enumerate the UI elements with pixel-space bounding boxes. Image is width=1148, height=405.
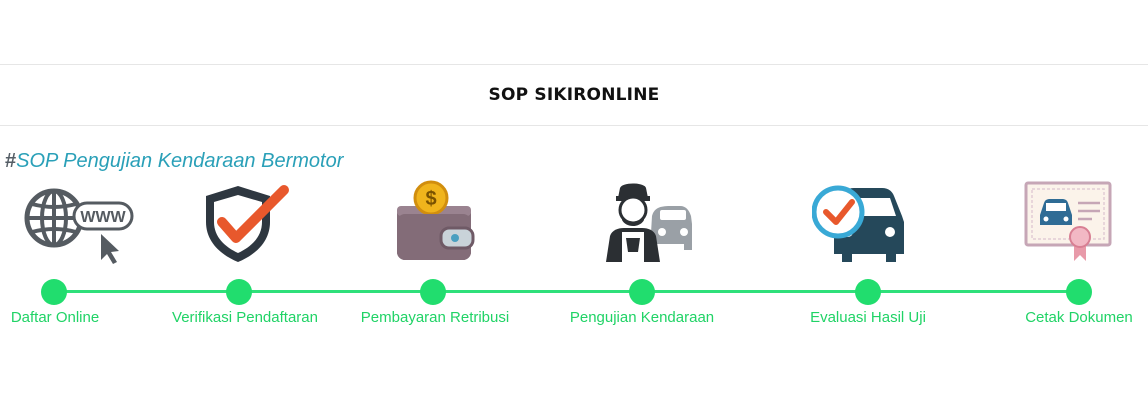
section-subtitle: #SOP Pengujian Kendaraan Bermotor xyxy=(5,150,343,173)
step-label-pembayaran-retribusi: Pembayaran Retribusi xyxy=(360,309,510,326)
certificate-car-icon xyxy=(1024,181,1112,261)
svg-text:WWW: WWW xyxy=(80,209,126,226)
car-check-badge-icon xyxy=(812,185,904,262)
timeline-dot-daftar-online xyxy=(41,279,67,305)
step-label-evaluasi-hasil-uji: Evaluasi Hasil Uji xyxy=(810,309,926,326)
timeline-dot-cetak-dokumen xyxy=(1066,279,1092,305)
step-label-cetak-dokumen: Cetak Dokumen xyxy=(1025,309,1133,326)
page-title: SOP SIKIRONLINE xyxy=(488,85,660,105)
timeline-dot-verifikasi-pendaftaran xyxy=(226,279,252,305)
timeline-dot-pembayaran-retribusi xyxy=(420,279,446,305)
hashtag-symbol: # xyxy=(5,150,17,172)
globe-www-cursor-icon: WWW xyxy=(24,188,134,264)
shield-check-icon xyxy=(206,185,289,262)
svg-text:$: $ xyxy=(425,188,436,210)
step-label-pengujian-kendaraan: Pengujian Kendaraan xyxy=(569,309,715,326)
subtitle-text: SOP Pengujian Kendaraan Bermotor xyxy=(16,150,344,172)
timeline-line xyxy=(54,290,1079,293)
timeline-dot-pengujian-kendaraan xyxy=(629,279,655,305)
wallet-coin-icon: $ xyxy=(397,180,475,260)
title-band: SOP SIKIRONLINE xyxy=(0,64,1148,126)
step-label-daftar-online: Daftar Online xyxy=(10,309,100,326)
timeline-dot-evaluasi-hasil-uji xyxy=(855,279,881,305)
mechanic-car-icon xyxy=(606,183,692,262)
step-label-verifikasi-pendaftaran: Verifikasi Pendaftaran xyxy=(172,309,318,326)
